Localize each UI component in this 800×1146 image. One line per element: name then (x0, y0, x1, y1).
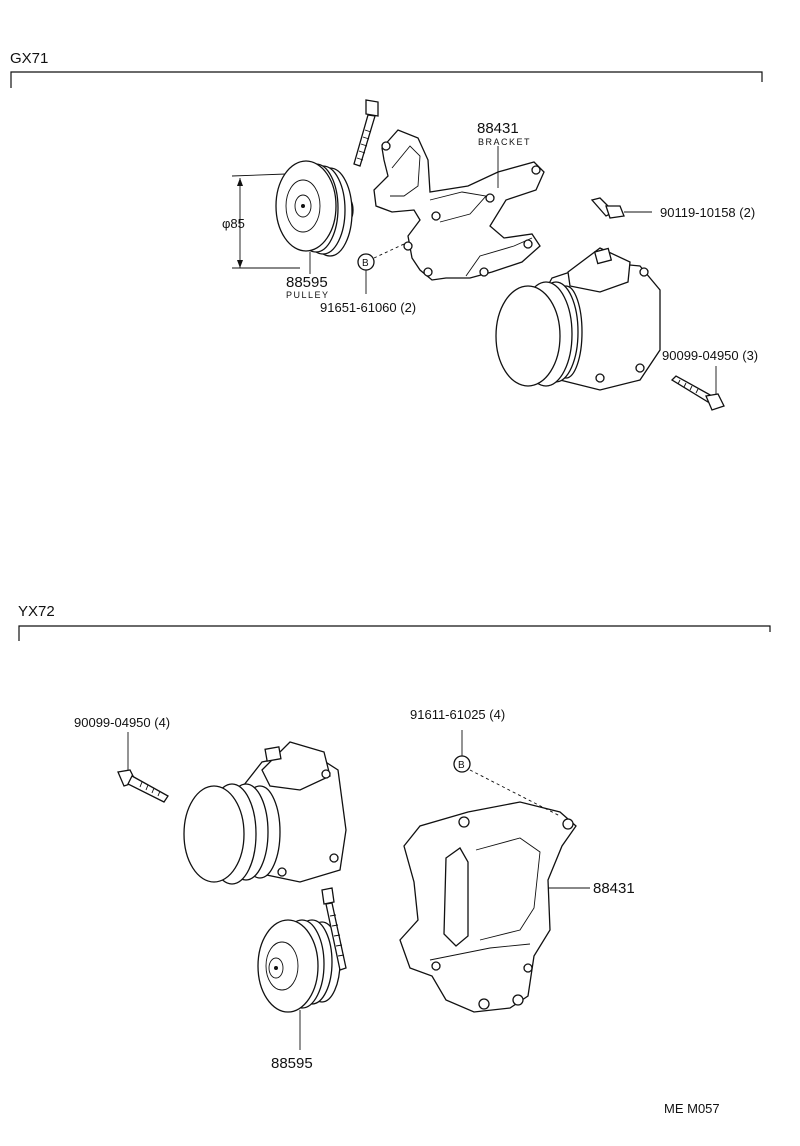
bolt-near-pulley-yx72 (321, 887, 347, 971)
bracket-yx72 (399, 801, 577, 1013)
bracket-gx71 (373, 129, 545, 281)
bracket-number-gx71: 88431 (477, 120, 519, 137)
compressor-yx72 (183, 741, 347, 885)
bolt-91611-label: 91611-61025 (4) (410, 707, 505, 722)
bolt-90099-gx71 (670, 366, 725, 411)
svg-text:B: B (362, 258, 369, 269)
pulley-gx71 (275, 160, 354, 257)
section-title-gx71: GX71 (10, 50, 48, 67)
diagram-code: ME M057 (664, 1101, 720, 1116)
pulley-number-gx71: 88595 (286, 274, 328, 291)
pulley-name-gx71: PULLEY (286, 290, 330, 300)
pulley-number-yx72: 88595 (271, 1055, 313, 1072)
compressor-gx71 (495, 247, 661, 391)
diameter-label: φ85 (222, 216, 245, 231)
b-marker-yx72: B (453, 730, 561, 817)
diameter-dimension (231, 173, 300, 269)
bolt-90099-yx72-label: 90099-04950 (4) (74, 715, 170, 730)
bolt-91651-label: 91651-61060 (2) (320, 300, 416, 315)
bolt-90119 (590, 197, 652, 219)
svg-text:B: B (458, 760, 465, 771)
section-title-yx72: YX72 (18, 603, 55, 620)
section-bracket-yx72 (18, 625, 771, 641)
section-bracket-gx71 (10, 71, 763, 88)
bracket-name-gx71: BRACKET (478, 137, 531, 147)
pulley-yx72 (257, 919, 341, 1013)
long-bolt-gx71 (353, 99, 379, 167)
bolt-90099-gx71-label: 90099-04950 (3) (662, 348, 758, 363)
bracket-number-yx72: 88431 (593, 880, 635, 897)
b-marker-gx71: B (357, 243, 405, 294)
bolt-90119-label: 90119-10158 (2) (660, 205, 755, 220)
bolt-90099-yx72 (117, 732, 169, 803)
